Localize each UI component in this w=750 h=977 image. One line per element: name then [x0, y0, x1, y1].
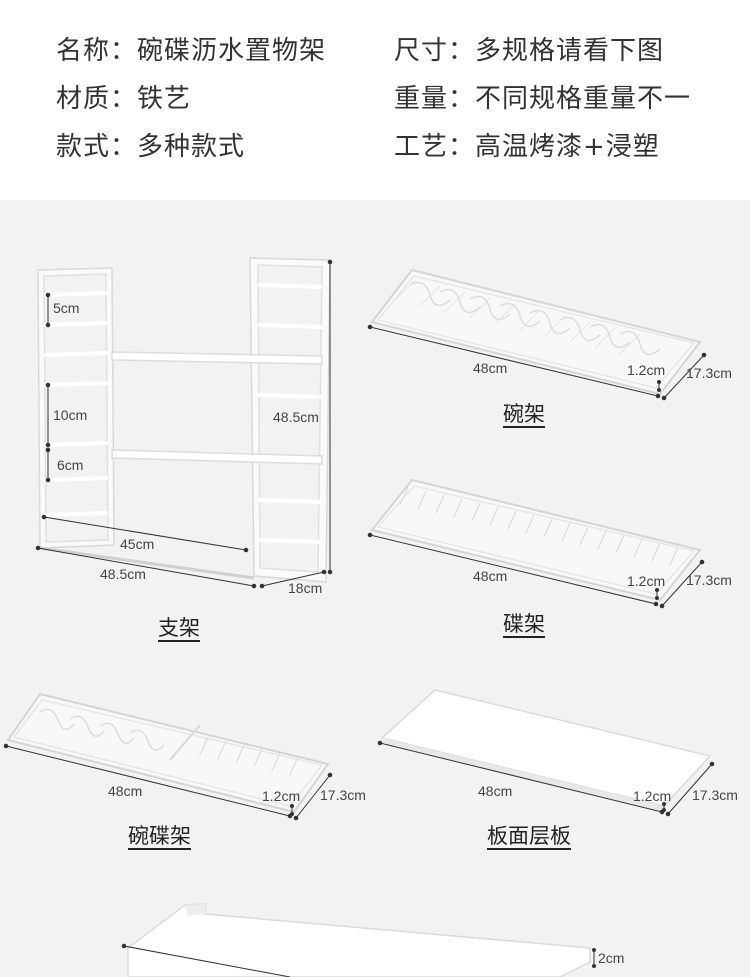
stand-gap-top-dim: 5cm	[53, 300, 80, 316]
bowl-rack-depth-dim: 17.3cm	[686, 365, 732, 381]
bowl-plate-rack-dimension-lines	[3, 743, 333, 821]
product-gallery: 5cm 10cm 6cm 48.5cm 45cm 48.5cm 18cm 支架 …	[0, 200, 750, 977]
spec-weight: 重量：不同规格重量不一	[394, 84, 692, 114]
plate-rack-dimension-lines	[367, 532, 705, 609]
stand-height-dim: 48.5cm	[273, 409, 319, 425]
stand-gap-low-dim: 6cm	[57, 457, 84, 473]
bowl-plate-rack-illustration	[6, 692, 330, 814]
bowl-plate-rack-label: 碗碟架	[128, 824, 191, 848]
plate-rack-depth-dim: 17.3cm	[686, 572, 732, 588]
flat-shelf-depth-dim: 17.3cm	[692, 787, 738, 803]
bowl-rack-label: 碗架	[503, 402, 545, 426]
plate-rack-length-dim: 48cm	[473, 568, 508, 584]
bowl-rack-length-dim: 48cm	[473, 360, 508, 376]
drip-tray-illustration	[127, 903, 591, 977]
stand-depth-dim: 18cm	[288, 580, 323, 596]
bowl-plate-rack-length-dim: 48cm	[108, 783, 143, 799]
stand-outer-width-dim: 48.5cm	[100, 566, 146, 582]
plate-rack-height-dim: 1.2cm	[627, 573, 666, 589]
bowl-plate-rack-height-dim: 1.2cm	[262, 788, 301, 804]
spec-name: 名称：碗碟沥水置物架	[56, 36, 327, 66]
stand-gap-mid-dim: 10cm	[53, 407, 88, 423]
spec-style: 款式：多种款式	[56, 132, 246, 162]
flat-shelf-label: 板面层板	[487, 824, 571, 848]
stand-inner-width-dim: 45cm	[120, 536, 155, 552]
drip-tray-dimension-lines	[121, 943, 596, 977]
flat-shelf-dimension-lines	[377, 740, 715, 817]
spec-block: 名称：碗碟沥水置物架 尺寸：多规格请看下图 材质：铁艺 重量：不同规格重量不一 …	[0, 0, 750, 200]
stand-dimension-lines	[35, 259, 333, 589]
product-illustrations	[3, 257, 715, 977]
spec-craft: 工艺：高温烤漆+浸塑	[394, 132, 660, 162]
plate-rack-label: 碟架	[503, 612, 545, 636]
stand-illustration	[37, 257, 331, 583]
bowl-rack-illustration	[370, 268, 702, 396]
spec-material: 材质：铁艺	[56, 84, 192, 114]
flat-shelf-height-dim: 1.2cm	[633, 788, 672, 804]
drip-tray-height-dim: 2cm	[598, 950, 625, 966]
bowl-rack-height-dim: 1.2cm	[627, 362, 666, 378]
bowl-rack-dimension-lines	[367, 324, 707, 401]
spec-size: 尺寸：多规格请看下图	[394, 36, 665, 66]
flat-shelf-length-dim: 48cm	[478, 783, 513, 799]
stand-label: 支架	[158, 616, 200, 640]
flat-shelf-illustration	[380, 689, 712, 812]
plate-rack-illustration	[370, 478, 702, 602]
bowl-plate-rack-depth-dim: 17.3cm	[320, 787, 366, 803]
